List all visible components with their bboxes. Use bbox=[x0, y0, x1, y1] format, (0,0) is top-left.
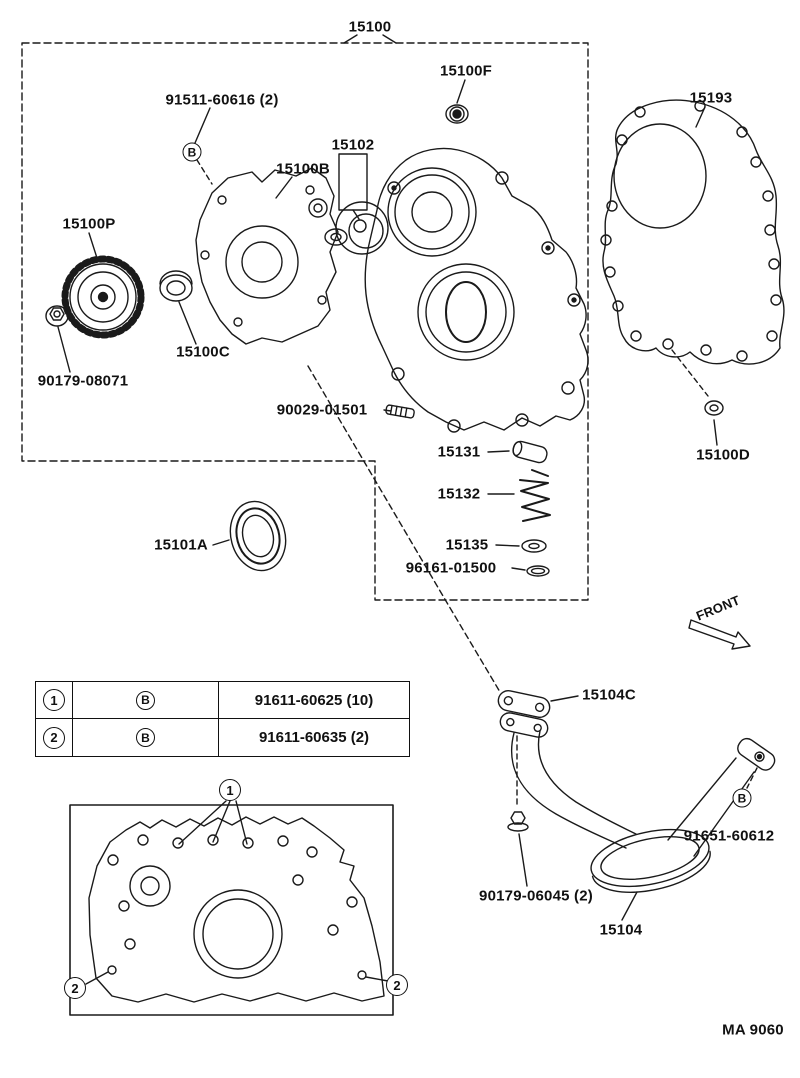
timing-cover-gasket bbox=[600, 99, 785, 365]
table-cell-part-1: 91611-60625 (10) bbox=[219, 682, 409, 719]
assembly-dashed-box bbox=[21, 34, 589, 601]
part-label-96161-01500: 96161-01500 bbox=[405, 559, 497, 577]
part-label-90179-08071: 90179-08071 bbox=[37, 372, 129, 390]
callout-1-table: 1 bbox=[43, 689, 65, 711]
part-label-90179-06045: 90179-06045 (2) bbox=[479, 887, 593, 905]
part-label-15102: 15102 bbox=[331, 136, 375, 154]
part-label-91511-60616: 91511-60616 (2) bbox=[165, 91, 279, 109]
relief-valve-spring bbox=[519, 469, 551, 522]
part-label-15100d: 15100D bbox=[696, 446, 750, 464]
plug-15100f bbox=[445, 104, 469, 124]
callout-2-marker-left: 2 bbox=[64, 977, 86, 999]
part-label-15131: 15131 bbox=[437, 443, 481, 461]
part-label-15100p: 15100P bbox=[62, 215, 116, 233]
part-label-91651-60612: 91651-60612 bbox=[683, 827, 775, 845]
bolt-symbol-b-table-2: B bbox=[136, 728, 155, 747]
oil-pump-cover bbox=[195, 167, 339, 345]
part-label-15100: 15100 bbox=[348, 18, 392, 36]
crankshaft-oil-seal bbox=[229, 500, 287, 572]
part-label-90029-01501: 90029-01501 bbox=[276, 401, 368, 419]
strainer-flange-gasket bbox=[497, 689, 551, 738]
table-cell-symbol-2: B bbox=[73, 719, 219, 756]
front-direction-arrow bbox=[688, 619, 751, 650]
fastener-table: 1 B 91611-60625 (10) 2 B 91611-60635 (2) bbox=[35, 681, 410, 757]
part-label-15193: 15193 bbox=[689, 89, 733, 107]
callout-2-marker-right: 2 bbox=[386, 974, 408, 996]
oil-pump-body bbox=[364, 147, 589, 433]
page-code: MA 9060 bbox=[722, 1021, 784, 1039]
bolt-symbol-b-table-1: B bbox=[136, 690, 155, 710]
part-label-15104: 15104 bbox=[599, 921, 643, 939]
bolt-symbol-b-upper: B bbox=[182, 142, 202, 162]
oil-pump-drive-gear bbox=[61, 255, 145, 339]
callout-2-table: 2 bbox=[43, 726, 65, 749]
oil-strainer bbox=[510, 730, 776, 893]
relief-valve-plunger bbox=[512, 440, 548, 464]
strainer-nut bbox=[507, 811, 529, 832]
part-label-15132: 15132 bbox=[437, 485, 481, 503]
plug-15100d bbox=[704, 400, 724, 416]
oil-pump-rotor-set bbox=[308, 198, 389, 255]
table-cell-callout-2: 2 bbox=[36, 719, 73, 756]
callout-1-marker: 1 bbox=[219, 779, 241, 801]
part-label-15100b: 15100B bbox=[276, 160, 330, 178]
engine-block-front-view bbox=[69, 800, 394, 1016]
part-label-15101a: 15101A bbox=[154, 536, 208, 554]
part-label-15135: 15135 bbox=[445, 536, 489, 554]
table-cell-callout-1: 1 bbox=[36, 682, 73, 719]
spring-retainer bbox=[521, 539, 547, 553]
gear-nut bbox=[45, 305, 69, 327]
part-label-15100f: 15100F bbox=[439, 62, 493, 80]
snap-ring bbox=[526, 565, 550, 577]
pump-bushing bbox=[159, 270, 193, 302]
table-cell-symbol-1: B bbox=[73, 682, 219, 719]
table-cell-part-2: 91611-60635 (2) bbox=[258, 729, 370, 746]
stud-bolt bbox=[385, 404, 415, 419]
part-label-15104c: 15104C bbox=[582, 686, 636, 704]
bolt-symbol-b-lower: B bbox=[732, 788, 752, 808]
part-label-15100c: 15100C bbox=[176, 343, 230, 361]
leader-lines bbox=[57, 79, 758, 921]
